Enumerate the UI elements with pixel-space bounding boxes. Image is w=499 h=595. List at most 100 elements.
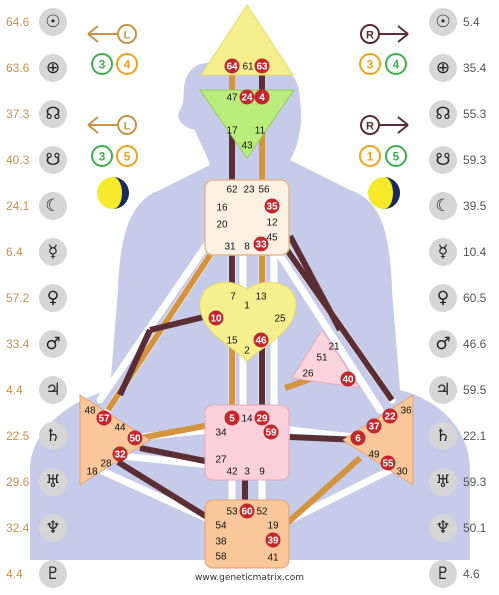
design-value: 39.5: [463, 199, 487, 213]
design-value: 46.6: [463, 337, 487, 351]
earth-icon: ⊕: [429, 54, 457, 82]
design-value: 60.5: [463, 291, 487, 305]
gate-number: 21: [328, 342, 340, 353]
gate-number: 55: [382, 459, 394, 470]
personality-value: 4.4: [6, 383, 23, 397]
uranus-icon: ♅: [429, 468, 457, 496]
gate-number: 42: [226, 467, 238, 478]
design-value: 10.4: [463, 245, 487, 259]
pluto-icon: ♇: [429, 560, 457, 588]
gate-number: 8: [244, 242, 250, 253]
gate-number: 6: [355, 434, 361, 445]
personality-value: 40.3: [6, 153, 30, 167]
arrow-left-top: L 3 4: [87, 24, 138, 75]
gate-number: 14: [241, 414, 253, 425]
personality-value: 33.4: [6, 337, 30, 351]
arrow-num: 4: [124, 58, 131, 72]
gate-activation-marker: [380, 455, 396, 471]
gate-number: 12: [266, 218, 278, 229]
gate-activation-marker: [264, 198, 280, 214]
gate-number: 35: [266, 202, 278, 213]
sun-icon: ☉: [429, 8, 457, 36]
gate-number: 61: [242, 62, 254, 73]
gate-number: 16: [216, 203, 228, 214]
pluto-icon: ♇: [39, 560, 67, 588]
gate-number: 51: [316, 353, 328, 364]
gate-number: 5: [229, 414, 235, 425]
personality-value: 29.6: [6, 475, 30, 489]
gate-number: 59: [265, 428, 277, 439]
gate-activation-marker: [263, 424, 279, 440]
gate-number: 32: [114, 450, 126, 461]
moon-phase-icon-right: [368, 177, 400, 209]
gate-number: 62: [226, 185, 238, 196]
gate-number: 22: [384, 412, 396, 423]
gate-number: 17: [226, 126, 238, 137]
arrow-num: 3: [99, 150, 106, 164]
personality-value: 24.1: [6, 199, 30, 213]
gate-number: 4: [259, 93, 265, 104]
g-center: [199, 281, 297, 363]
gate-activation-marker: [265, 532, 281, 548]
gate-number: 39: [267, 536, 279, 547]
personality-value: 37.3: [6, 107, 30, 121]
gate-number: 50: [129, 434, 141, 445]
south-node-icon: ☋: [429, 146, 457, 174]
head-center: [200, 4, 294, 76]
gate-activation-marker: [254, 410, 270, 426]
arrow-letter: R: [366, 30, 374, 42]
personality-value: 22.5: [6, 429, 30, 443]
gate-activation-marker: [254, 58, 270, 74]
gate-activation-marker: [127, 430, 143, 446]
gate-number: 7: [230, 292, 236, 303]
gate-number: 41: [267, 553, 279, 564]
mars-icon: ♂: [39, 330, 67, 358]
design-value: 4.6: [463, 567, 480, 581]
gate-number: 24: [241, 93, 253, 104]
gate-number: 1: [244, 301, 250, 312]
gate-number: 47: [226, 93, 238, 104]
arrow-num: 5: [393, 150, 400, 164]
gate-number: 2: [244, 346, 250, 357]
gate-number: 30: [396, 467, 408, 478]
personality-value: 57.2: [6, 291, 30, 305]
design-value: 22.1: [463, 429, 487, 443]
gate-activation-marker: [340, 371, 356, 387]
gate-number: 44: [114, 423, 126, 434]
jupiter-icon: ♃: [39, 376, 67, 404]
arrow-letter: L: [124, 30, 131, 42]
arrow-letter: L: [124, 121, 131, 133]
gate-number: 37: [368, 422, 380, 433]
neptune-icon: ♆: [39, 514, 67, 542]
arrow-letter: R: [366, 121, 374, 133]
footer-url[interactable]: www.geneticmatrix.com: [194, 573, 304, 583]
gate-number: 52: [256, 507, 268, 518]
gate-number: 18: [86, 467, 98, 478]
gate-activation-marker: [112, 446, 128, 462]
gate-number: 26: [302, 369, 314, 380]
channels-defined: [105, 70, 395, 528]
gate-number: 49: [368, 450, 380, 461]
personality-value: 6.4: [6, 245, 23, 259]
gate-number: 3: [244, 467, 250, 478]
gate-number: 53: [226, 507, 238, 518]
arrow-right-bottom: R 1 5: [359, 115, 409, 167]
venus-icon: ♀: [429, 284, 457, 312]
gate-number: 56: [258, 185, 270, 196]
gate-number: 38: [215, 537, 227, 548]
gate-number: 13: [255, 292, 267, 303]
arrow-left-bottom: L 3 5: [87, 115, 138, 167]
uranus-icon: ♅: [39, 468, 67, 496]
gate-activation-marker: [239, 89, 255, 105]
arrow-num: 4: [393, 58, 400, 72]
gate-activation-marker: [253, 236, 269, 252]
throat-center: [204, 179, 290, 256]
moon-phase-icon-left: [97, 177, 129, 209]
arrow-num: 3: [367, 58, 374, 72]
gate-number: 60: [241, 507, 253, 518]
gate-number: 10: [210, 314, 222, 325]
gate-number: 63: [256, 62, 268, 73]
gate-activation-marker: [96, 410, 112, 426]
